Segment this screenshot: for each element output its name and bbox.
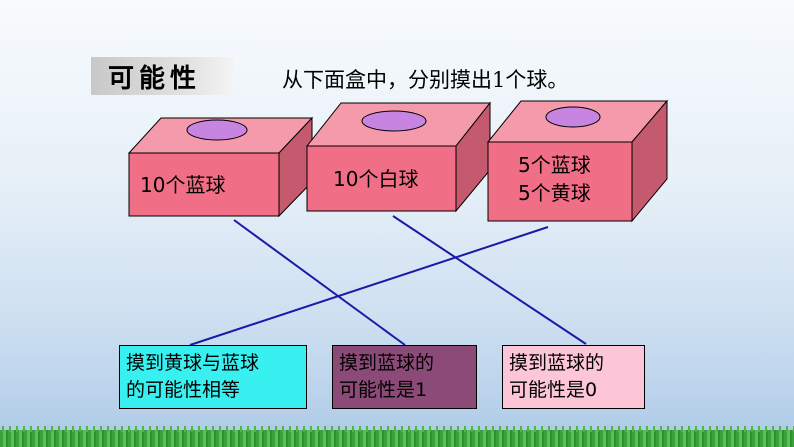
slide-title: 可能性	[108, 64, 202, 94]
box2-front	[306, 145, 457, 212]
box3-label-line1: 5个蓝球	[518, 153, 591, 177]
answer3-line1: 摸到蓝球的	[509, 352, 605, 374]
box2-hole	[361, 110, 427, 132]
answer2-line1: 摸到蓝球的	[339, 352, 435, 374]
answer-equal-probability: 摸到黄球与蓝球 的可能性相等	[119, 345, 307, 409]
answer1-line2: 的可能性相等	[126, 379, 241, 401]
box3-label-line2: 5个黄球	[518, 181, 591, 205]
title-bar	[91, 57, 234, 95]
answer-probability-zero: 摸到蓝球的 可能性是0	[502, 345, 645, 409]
box-white-balls	[305, 101, 492, 213]
box1-hole	[186, 119, 248, 141]
grass-strip	[0, 426, 794, 447]
box1-front	[128, 152, 280, 217]
box3-label: 5个蓝球 5个黄球	[518, 151, 591, 207]
line-box2-to-answer3	[392, 215, 587, 345]
answer1-line1: 摸到黄球与蓝球	[126, 352, 260, 374]
line-box1-to-answer2	[233, 219, 406, 346]
box-blue-balls	[127, 116, 314, 218]
box3-hole	[545, 106, 601, 128]
question-prompt: 从下面盒中，分别摸出1个球。	[282, 68, 569, 92]
box1-label: 10个蓝球	[140, 173, 226, 197]
answer3-line2: 可能性是0	[509, 379, 598, 401]
box-mixed-balls	[486, 99, 669, 223]
answer-probability-one: 摸到蓝球的 可能性是1	[332, 345, 477, 409]
box3-front	[487, 141, 633, 222]
answer2-line2: 可能性是1	[339, 379, 428, 401]
line-box3-to-answer1	[189, 226, 549, 346]
box2-label: 10个白球	[333, 167, 419, 191]
